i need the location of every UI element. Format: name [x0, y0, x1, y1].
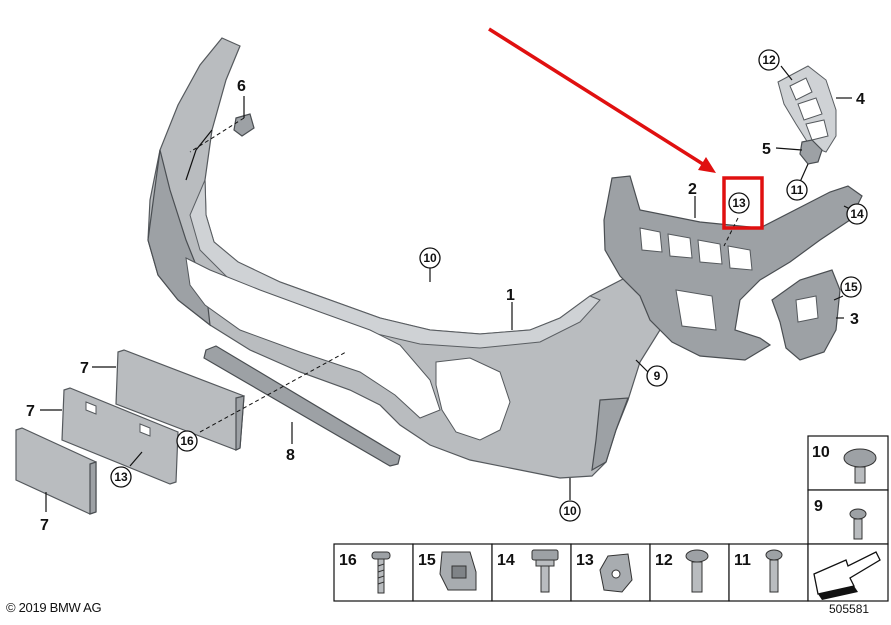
license-plate-bracket-top [115, 349, 245, 451]
label-1: 1 [506, 287, 515, 304]
clip-5 [799, 139, 823, 165]
label-4: 4 [856, 91, 865, 108]
legend-label-12: 12 [655, 552, 673, 569]
rivet-10-icon [843, 448, 877, 484]
svg-text:13: 13 [114, 470, 128, 484]
license-plate-bracket-middle [61, 387, 179, 485]
callout-9: 9 [646, 365, 668, 387]
svg-text:15: 15 [844, 280, 858, 294]
push-pin-9-icon [849, 508, 867, 540]
label-5: 5 [762, 141, 771, 158]
callout-16: 16 [176, 430, 198, 452]
screw-12-icon [685, 549, 709, 593]
legend-label-14: 14 [497, 552, 515, 569]
circled-callouts: 12 11 13 14 15 10 9 16 13 10 [110, 49, 868, 522]
svg-text:9: 9 [654, 369, 661, 383]
red-arrow-head [698, 157, 716, 173]
label-2: 2 [688, 181, 697, 198]
speed-nut-13-icon [599, 553, 633, 593]
label-3: 3 [850, 311, 859, 328]
legend-label-11: 11 [734, 552, 751, 569]
svg-text:16: 16 [180, 434, 194, 448]
bracket-3 [771, 269, 841, 361]
license-plate-bracket-bottom [15, 427, 97, 515]
fastener-legend: 16 15 14 13 12 11 10 9 [333, 435, 889, 602]
svg-text:12: 12 [762, 53, 776, 67]
callout-13-carrier: 13 [728, 192, 750, 214]
callout-10-bottom: 10 [559, 500, 581, 522]
label-7-middle: 7 [26, 403, 35, 420]
label-7-top: 7 [80, 360, 89, 377]
svg-text:11: 11 [791, 183, 804, 197]
legend-label-9: 9 [814, 498, 823, 515]
screw-11-icon [765, 549, 783, 593]
label-8: 8 [286, 447, 295, 464]
bolt-14-icon [531, 549, 559, 593]
trim-strip-8 [203, 345, 401, 467]
callout-15: 15 [840, 276, 862, 298]
view-direction-arrow-icon [813, 551, 881, 600]
svg-text:13: 13 [732, 196, 746, 210]
legend-label-16: 16 [339, 552, 357, 569]
screw-16-icon [371, 551, 391, 594]
red-arrow-shaft [488, 27, 707, 168]
callout-10-top: 10 [419, 247, 441, 269]
legend-label-10: 10 [812, 444, 830, 461]
label-7-bottom: 7 [40, 517, 49, 534]
highlight-box [722, 176, 764, 230]
legend-label-15: 15 [418, 552, 436, 569]
label-6: 6 [237, 78, 246, 95]
svg-text:10: 10 [563, 504, 577, 518]
callout-11: 11 [786, 179, 808, 201]
svg-text:14: 14 [850, 207, 864, 221]
part-labels: 6 1 2 3 4 5 7 7 7 8 [26, 78, 865, 534]
legend-label-13: 13 [576, 552, 594, 569]
bumper-carrier [603, 175, 863, 361]
legend-cell-9 [807, 489, 889, 545]
grille-bracket-4 [777, 65, 837, 153]
leader-lines [40, 65, 857, 512]
callout-13-plate: 13 [110, 466, 132, 488]
svg-text:10: 10 [423, 251, 437, 265]
copyright-notice: © 2019 BMW AG [6, 600, 102, 615]
document-number: 505581 [829, 602, 870, 616]
bracket-6 [233, 113, 255, 137]
bumper-cover [147, 37, 676, 479]
callout-14: 14 [846, 203, 868, 225]
red-annotation [488, 27, 764, 230]
callout-12: 12 [758, 49, 780, 71]
clip-nut-15-icon [439, 551, 477, 591]
